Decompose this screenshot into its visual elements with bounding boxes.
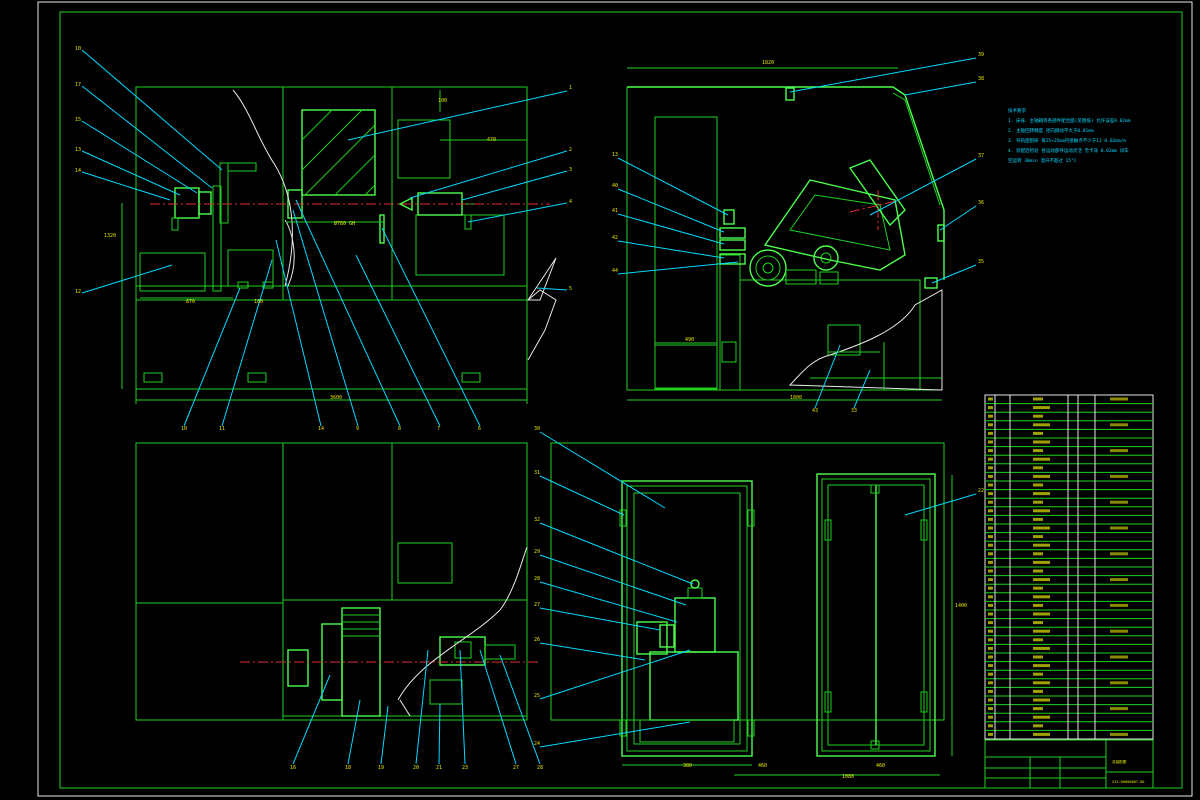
part-label-lbl-39: 39 <box>978 52 984 58</box>
dim-side-width: 1800 <box>790 395 802 401</box>
part-label-lbl-15: 15 <box>75 117 81 123</box>
tilting-arm <box>763 179 906 271</box>
part-label-lbl-28: 28 <box>534 576 540 582</box>
part-label-lbl-12: 12 <box>75 289 81 295</box>
cabinet-leaders <box>539 431 694 748</box>
dim-top-bore: Ø780 GH <box>334 220 355 227</box>
title-block: 总装配图 ZJX-00000087-00 <box>984 739 1154 789</box>
note-line: 1. 床身、主轴箱等各部件配合面(见图纸) 允许误差0.02mm <box>1008 117 1131 124</box>
dim-bot-d: 460 <box>876 763 885 769</box>
part-label-lbl-9: 9 <box>356 426 359 432</box>
dim-side-top: 1820 <box>762 60 774 66</box>
part-label-lbl-38: 38 <box>978 76 984 82</box>
plan-view-leaders <box>292 649 541 765</box>
part-label-lbl-4: 4 <box>569 199 572 205</box>
part-label-lbl-29: 29 <box>534 549 540 555</box>
part-label-lbl-16: 16 <box>290 765 296 771</box>
front-view-outline <box>135 86 528 390</box>
part-label-lbl-11: 11 <box>219 426 225 432</box>
part-label-lbl-6: 6 <box>478 426 481 432</box>
part-label-lbl-3: 3 <box>569 167 572 173</box>
part-label-lbl-41: 41 <box>612 208 618 214</box>
side-view-leaders <box>617 57 977 409</box>
dim-top-h: 100 <box>438 98 447 104</box>
part-label-lbl-7: 7 <box>437 426 440 432</box>
part-label-lbl-8: 8 <box>398 426 401 432</box>
front-view-leaders <box>81 49 568 427</box>
sheet-outer-frame <box>37 1 1193 797</box>
part-label-lbl-21: 21 <box>436 765 442 771</box>
part-label-lbl-43: 43 <box>812 408 818 414</box>
part-label-lbl-1: 1 <box>569 85 572 91</box>
part-label-lbl-22: 22 <box>978 488 984 494</box>
drawing-number: ZJX-00000087-00 <box>1112 780 1144 784</box>
part-label-lbl-27: 27 <box>534 602 540 608</box>
drawing-title: 总装配图 <box>1112 759 1127 764</box>
notes-title: 技术要求 <box>1008 107 1026 114</box>
part-label-lbl-30: 30 <box>534 426 540 432</box>
dim-bot-c: 1080 <box>842 774 854 780</box>
drive-pulley <box>749 249 787 287</box>
part-label-lbl-28b: 28 <box>537 765 543 771</box>
part-label-lbl-2: 2 <box>569 147 572 153</box>
part-label-lbl-25: 25 <box>534 693 540 699</box>
dim-bot-b: 460 <box>758 763 767 769</box>
note-line: 4. 装配后检验 各运动部件运动灵活 无卡滞 0.02mm 试车 <box>1008 147 1129 154</box>
dim-top-small: 180 <box>254 299 263 305</box>
dim-bot-a: 380 <box>683 763 692 769</box>
technical-notes: 技术要求 1. 床身、主轴箱等各部件配合面(见图纸) 允许误差0.02mm 2.… <box>1008 107 1131 164</box>
dim-top-right: 470 <box>487 137 496 143</box>
part-label-lbl-17: 17 <box>75 82 81 88</box>
dim-top-span: 870 <box>186 299 195 305</box>
part-label-lbl-35: 35 <box>978 259 984 265</box>
part-label-lbl-23: 23 <box>462 765 468 771</box>
part-label-lbl-42: 42 <box>612 235 618 241</box>
dim-bot-h: 1400 <box>955 603 967 609</box>
part-label-lbl-18: 18 <box>345 765 351 771</box>
side-view <box>626 67 945 401</box>
part-label-lbl-20: 20 <box>413 765 419 771</box>
part-label-lbl-31: 31 <box>534 470 540 476</box>
hatched-housing <box>301 109 376 196</box>
motor-block <box>139 252 206 292</box>
dim-top-width: 3600 <box>330 395 342 401</box>
part-label-lbl-37: 37 <box>978 153 984 159</box>
front-view <box>121 86 557 404</box>
note-line: 3. 导轨面刮研 每25×25mm内接触点不少于12 0.02mm/m <box>1008 137 1126 144</box>
part-label-lbl-27b: 27 <box>513 765 519 771</box>
sheet-inner-frame <box>59 11 1183 789</box>
part-label-lbl-13b: 13 <box>612 152 618 158</box>
part-label-lbl-36: 36 <box>978 200 984 206</box>
plan-view <box>135 442 540 721</box>
dim-side-left: 490 <box>685 337 694 343</box>
part-label-lbl-10: 10 <box>75 46 81 52</box>
part-label-lbl-24: 24 <box>534 741 540 747</box>
cabinet-door <box>816 473 977 757</box>
parts-list-table <box>984 394 1154 740</box>
note-line: 空运转 30min 温升不超过 15°C <box>1008 157 1077 164</box>
part-label-lbl-40: 40 <box>612 183 618 189</box>
note-line: 2. 主轴回转精度 径向跳动不大于0.01mm <box>1008 127 1094 134</box>
part-label-lbl-14: 14 <box>75 168 81 174</box>
part-label-lbl-10b: 10 <box>181 426 187 432</box>
part-label-lbl-33: 33 <box>851 408 857 414</box>
part-label-lbl-26: 26 <box>534 637 540 643</box>
part-label-lbl-14b: 14 <box>318 426 324 432</box>
dim-top-left: 1320 <box>104 233 116 239</box>
electric-cabinet <box>550 442 945 776</box>
part-label-lbl-32: 32 <box>534 517 540 523</box>
part-label-lbl-19: 19 <box>378 765 384 771</box>
part-label-lbl-5: 5 <box>569 286 572 292</box>
part-label-lbl-13: 13 <box>75 147 81 153</box>
part-label-lbl-44: 44 <box>612 268 618 274</box>
